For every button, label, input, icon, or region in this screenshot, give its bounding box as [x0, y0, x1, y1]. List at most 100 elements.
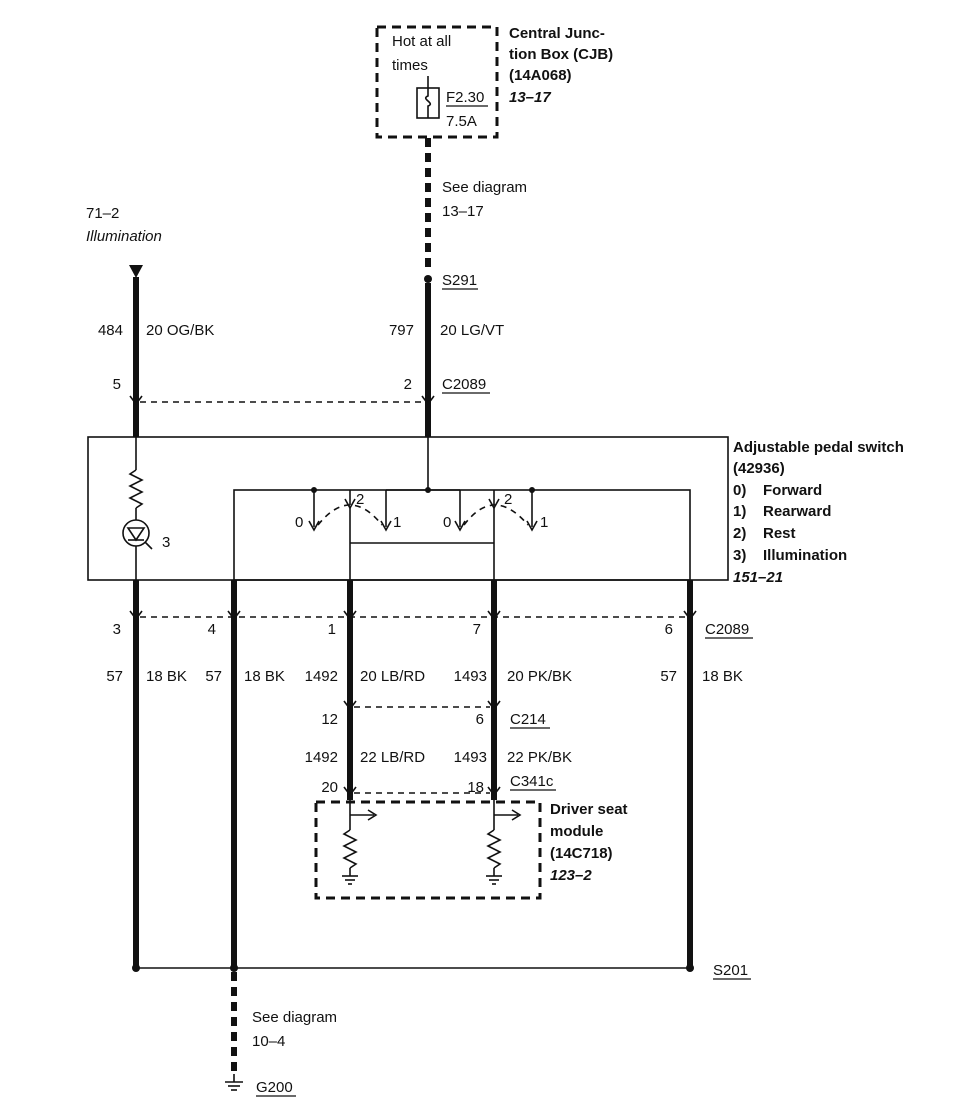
connector-c2089-top-label: C2089 — [442, 376, 486, 393]
central-junction-box: Hot at all times F2.30 7.5A Central Junc… — [375, 25, 613, 139]
pin-c2089-bottom-3: 3 — [113, 621, 121, 638]
switch-inner-box — [233, 489, 691, 581]
pin-c341c-18-mark — [487, 786, 501, 797]
pin-c2089-3-mark — [129, 610, 143, 621]
connector-c214-label: C214 — [510, 711, 546, 728]
splice-s201-node-1 — [132, 964, 140, 972]
circuit-1493-low: 1493 — [454, 749, 487, 766]
pin-c2089-1-mark — [343, 610, 357, 621]
switch-contact-0a-node — [311, 487, 317, 493]
wire-color-1492-mid: 20 LB/RD — [360, 668, 425, 685]
pin-c214-6-mark — [487, 700, 501, 711]
lamp-ray — [144, 541, 153, 550]
contact-label-1b: 1 — [540, 514, 548, 531]
dsm-1493-ground-icon — [486, 875, 502, 885]
ground-icon — [225, 1081, 243, 1091]
dsm-1492-sense-arrow — [367, 809, 378, 821]
splice-s291-dot — [424, 275, 432, 283]
cjb-hot-line-2: times — [392, 57, 428, 74]
adjustable-pedal-switch: 3 0 2 1 0 2 1 Adjustable pedal switch — [87, 436, 904, 586]
pin-c2089-bottom-6: 6 — [665, 621, 673, 638]
illumination-label: Illumination — [86, 228, 162, 245]
pin-c214-12: 12 — [321, 711, 338, 728]
legend-label-0: Forward — [763, 482, 822, 499]
lamp-resistor — [128, 469, 144, 509]
lamp-diode — [126, 527, 146, 542]
legend-label-3: Illumination — [763, 547, 847, 564]
pin-c214-6: 6 — [476, 711, 484, 728]
dsm-resistor-1493 — [486, 829, 502, 869]
cjb-title-line-3: (14A068) — [509, 67, 572, 84]
pedal-switch-title-2: (42936) — [733, 460, 785, 477]
driver-seat-module-outline — [314, 800, 542, 900]
contact-label-2b: 2 — [504, 491, 512, 508]
circuit-1493-mid: 1493 — [454, 668, 487, 685]
cjb-hot-line-1: Hot at all — [392, 33, 451, 50]
pin-c2089-5-mark — [129, 395, 143, 406]
switch-contact-1b-arrow — [526, 520, 538, 532]
wire-color-1493-mid: 20 PK/BK — [507, 668, 572, 685]
dsm-1492-ground-icon — [342, 875, 358, 885]
circuit-57-a: 57 — [106, 668, 123, 685]
wire-color-1492-low: 22 LB/RD — [360, 749, 425, 766]
wire-color-57-c: 18 BK — [702, 668, 743, 685]
pedal-switch-box — [87, 436, 729, 581]
splice-s201-label: S201 — [713, 962, 748, 979]
pin-c2089-bottom-1: 1 — [328, 621, 336, 638]
cjb-ref: 13–17 — [509, 89, 551, 106]
wire-color-797: 20 LG/VT — [440, 322, 504, 339]
switch-contact-0a-arrow — [308, 520, 320, 532]
fuse-rating: 7.5A — [446, 113, 477, 130]
pin-c2089-bottom-7: 7 — [473, 621, 481, 638]
driver-seat-title-2: module — [550, 823, 603, 840]
legend-num-0: 0) — [733, 482, 746, 499]
ground-label: G200 — [256, 1079, 293, 1096]
cjb-dashed-outline — [375, 25, 499, 139]
switch-contact-0b-arrow — [454, 520, 466, 532]
cjb-title-line-1: Central Junc- — [509, 25, 605, 42]
legend-label-2: Rest — [763, 525, 796, 542]
contact-label-2a: 2 — [356, 491, 364, 508]
cjb-title-line-2: tion Box (CJB) — [509, 46, 613, 63]
circuit-797: 797 — [389, 322, 414, 339]
legend-num-1: 1) — [733, 503, 746, 520]
pedal-switch-title-1: Adjustable pedal switch — [733, 439, 904, 456]
splice-s201-node-2 — [230, 964, 238, 972]
dsm-resistor-1492 — [342, 829, 358, 869]
lamp-label: 3 — [162, 534, 170, 551]
pin-c2089-7-mark — [487, 610, 501, 621]
legend-num-2: 2) — [733, 525, 746, 542]
illumination-arrow — [129, 265, 143, 278]
splice-s291-label: S291 — [442, 272, 477, 289]
pedal-switch-ref: 151–21 — [733, 569, 783, 586]
circuit-1492-mid: 1492 — [305, 668, 338, 685]
driver-seat-module: Driver seat module (14C718) 123–2 — [314, 800, 628, 900]
see-diagram-top-ref: 13–17 — [442, 203, 484, 220]
pin-c2089-bottom-4: 4 — [208, 621, 216, 638]
pin-c2089-top-5: 5 — [113, 376, 121, 393]
fuse-element — [424, 88, 432, 118]
wire-color-57-b: 18 BK — [244, 668, 285, 685]
see-diagram-top-label: See diagram — [442, 179, 527, 196]
contact-label-0a: 0 — [295, 514, 303, 531]
switch-contact-1a-arrow — [380, 520, 392, 532]
wiper-right-arc — [463, 504, 529, 526]
wire-color-57-a: 18 BK — [146, 668, 187, 685]
pin-c2089-6-mark — [683, 610, 697, 621]
circuit-57-b: 57 — [205, 668, 222, 685]
contact-label-1a: 1 — [393, 514, 401, 531]
wire-color-484: 20 OG/BK — [146, 322, 214, 339]
fuse-id: F2.30 — [446, 89, 484, 106]
driver-seat-ref: 123–2 — [550, 867, 592, 884]
pin-c2089-2-mark — [421, 395, 435, 406]
see-diagram-bottom-label: See diagram — [252, 1009, 337, 1026]
pin-c341c-20: 20 — [321, 779, 338, 796]
connector-c341c-label: C341c — [510, 773, 554, 790]
dsm-1493-sense-arrow — [511, 809, 522, 821]
see-diagram-bottom-ref: 10–4 — [252, 1033, 285, 1050]
wiper-left-arc — [317, 504, 383, 526]
pin-c341c-18: 18 — [467, 779, 484, 796]
contact-label-0b: 0 — [443, 514, 451, 531]
legend-label-1: Rearward — [763, 503, 831, 520]
